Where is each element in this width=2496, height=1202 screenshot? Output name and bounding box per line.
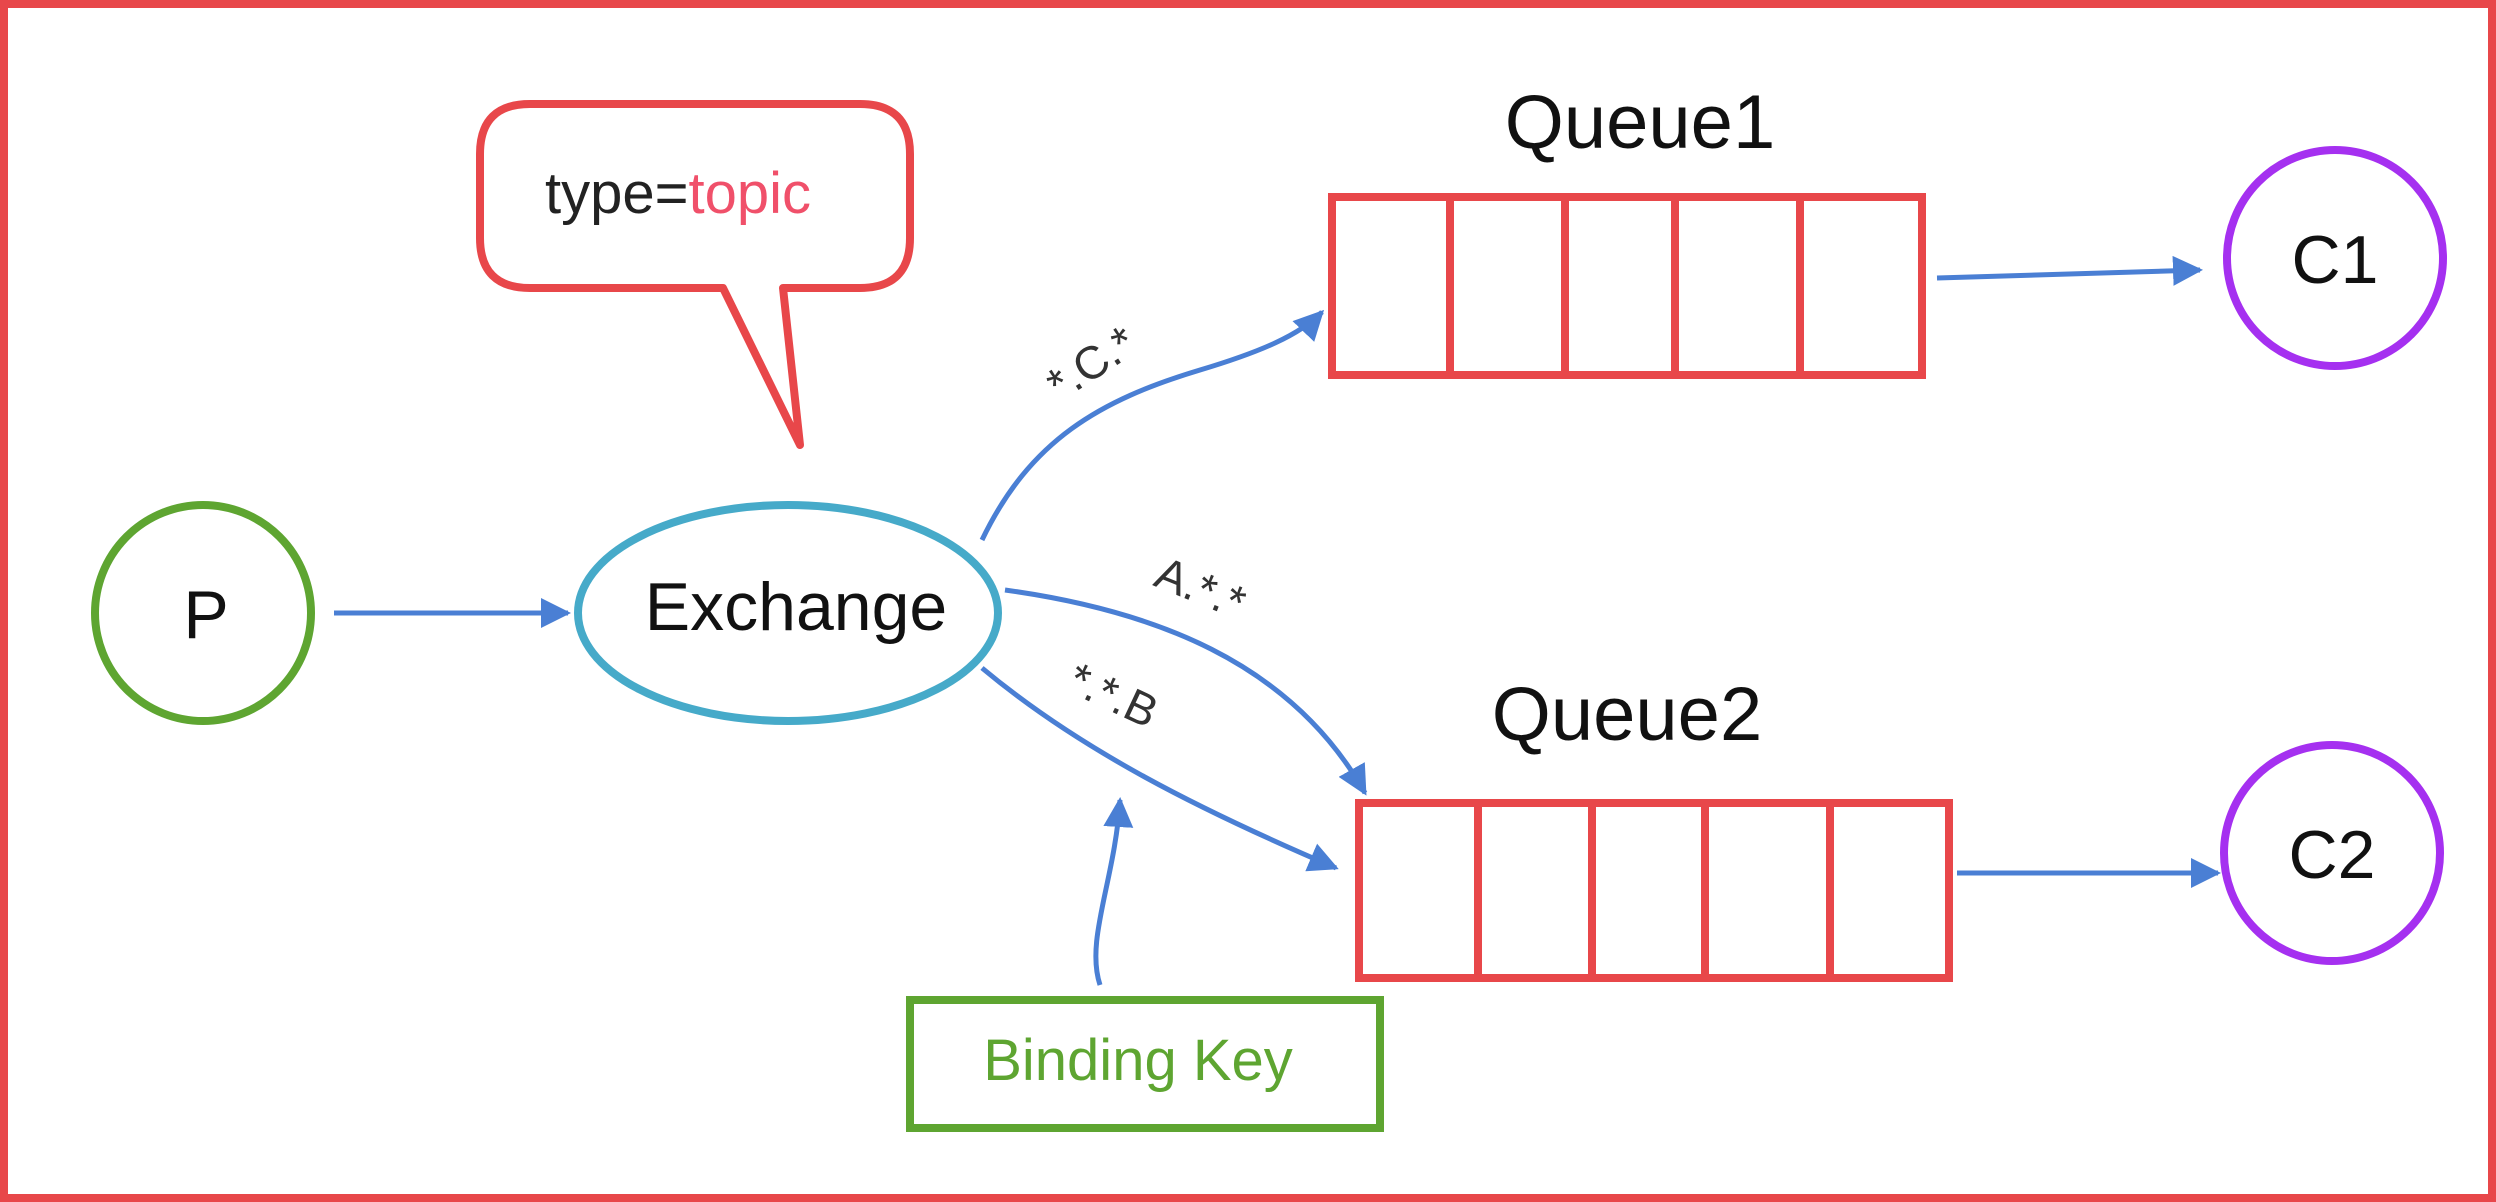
producer-node: P xyxy=(91,501,315,725)
binding-key-label: A.*.* xyxy=(1148,546,1253,629)
producer-circle xyxy=(91,501,315,725)
exchange-label: Exchange xyxy=(645,569,947,645)
exchange-type-callout: type=topic xyxy=(476,100,914,449)
consumer-c1: C1 xyxy=(2223,146,2447,370)
callout-text: type=topic xyxy=(545,161,811,226)
binding-key-text: Binding Key xyxy=(983,1028,1293,1093)
queue2-title: Queue2 xyxy=(1492,672,1762,757)
binding-key-pointer-arrow xyxy=(1093,797,1134,986)
consumer-c2-label: C2 xyxy=(2289,817,2376,893)
queue2: Queue2 xyxy=(1355,672,1953,982)
exchange-ellipse xyxy=(574,501,1002,725)
callout-bubble xyxy=(476,100,914,449)
callout-prefix: type= xyxy=(545,161,689,226)
binding-key-legend: Binding Key xyxy=(906,996,1384,1132)
exchange-node: Exchange xyxy=(574,501,1002,725)
binding-arrow-queue1 xyxy=(979,309,1325,542)
consumer-c2-circle xyxy=(2220,741,2444,965)
callout-value: topic xyxy=(689,161,812,226)
consumer-c2: C2 xyxy=(2220,741,2444,965)
binding-arrow-queue2-b xyxy=(980,666,1339,872)
queue1-box xyxy=(1328,193,1926,379)
producer-label: P xyxy=(183,577,228,653)
queue2-box xyxy=(1355,799,1953,982)
queue1-title: Queue1 xyxy=(1505,80,1775,165)
binding-arrow-queue2-a xyxy=(1004,587,1368,796)
queue1-to-c1-arrow xyxy=(1936,255,2203,286)
consumer-c1-circle xyxy=(2223,146,2447,370)
consumer-c1-label: C1 xyxy=(2292,222,2379,298)
queue1: Queue1 xyxy=(1328,80,1926,379)
binding-key-box xyxy=(906,996,1384,1132)
binding-key-label: *.*.B xyxy=(1061,652,1166,738)
